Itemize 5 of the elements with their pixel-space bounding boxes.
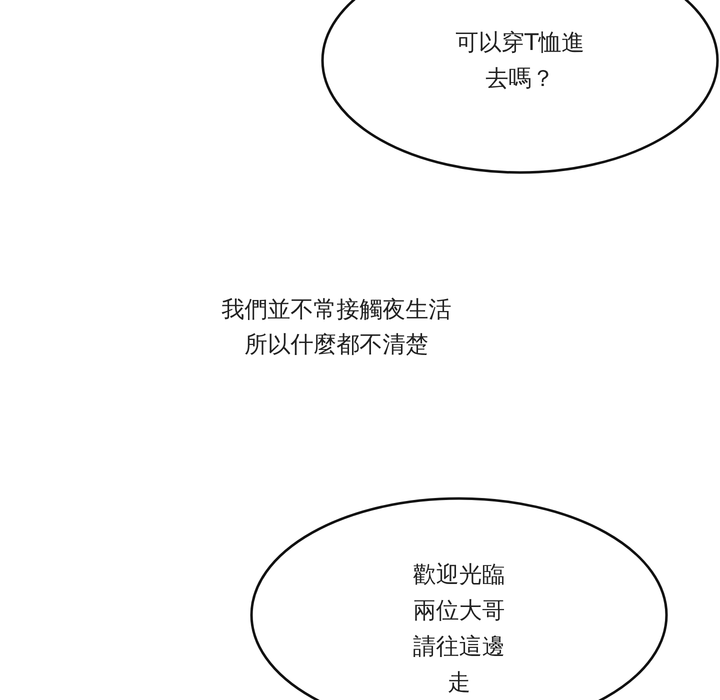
speech-bubble: [321, 0, 719, 174]
dialogue-text: 歡迎光臨兩位大哥請往這邊走: [412, 561, 506, 698]
narration-text: 我們並不常接觸夜生活所以什麼都不清楚: [220, 296, 452, 360]
speech-bubble: [250, 497, 668, 700]
dialogue-text: 可以穿T恤進去嗎？: [454, 29, 586, 94]
